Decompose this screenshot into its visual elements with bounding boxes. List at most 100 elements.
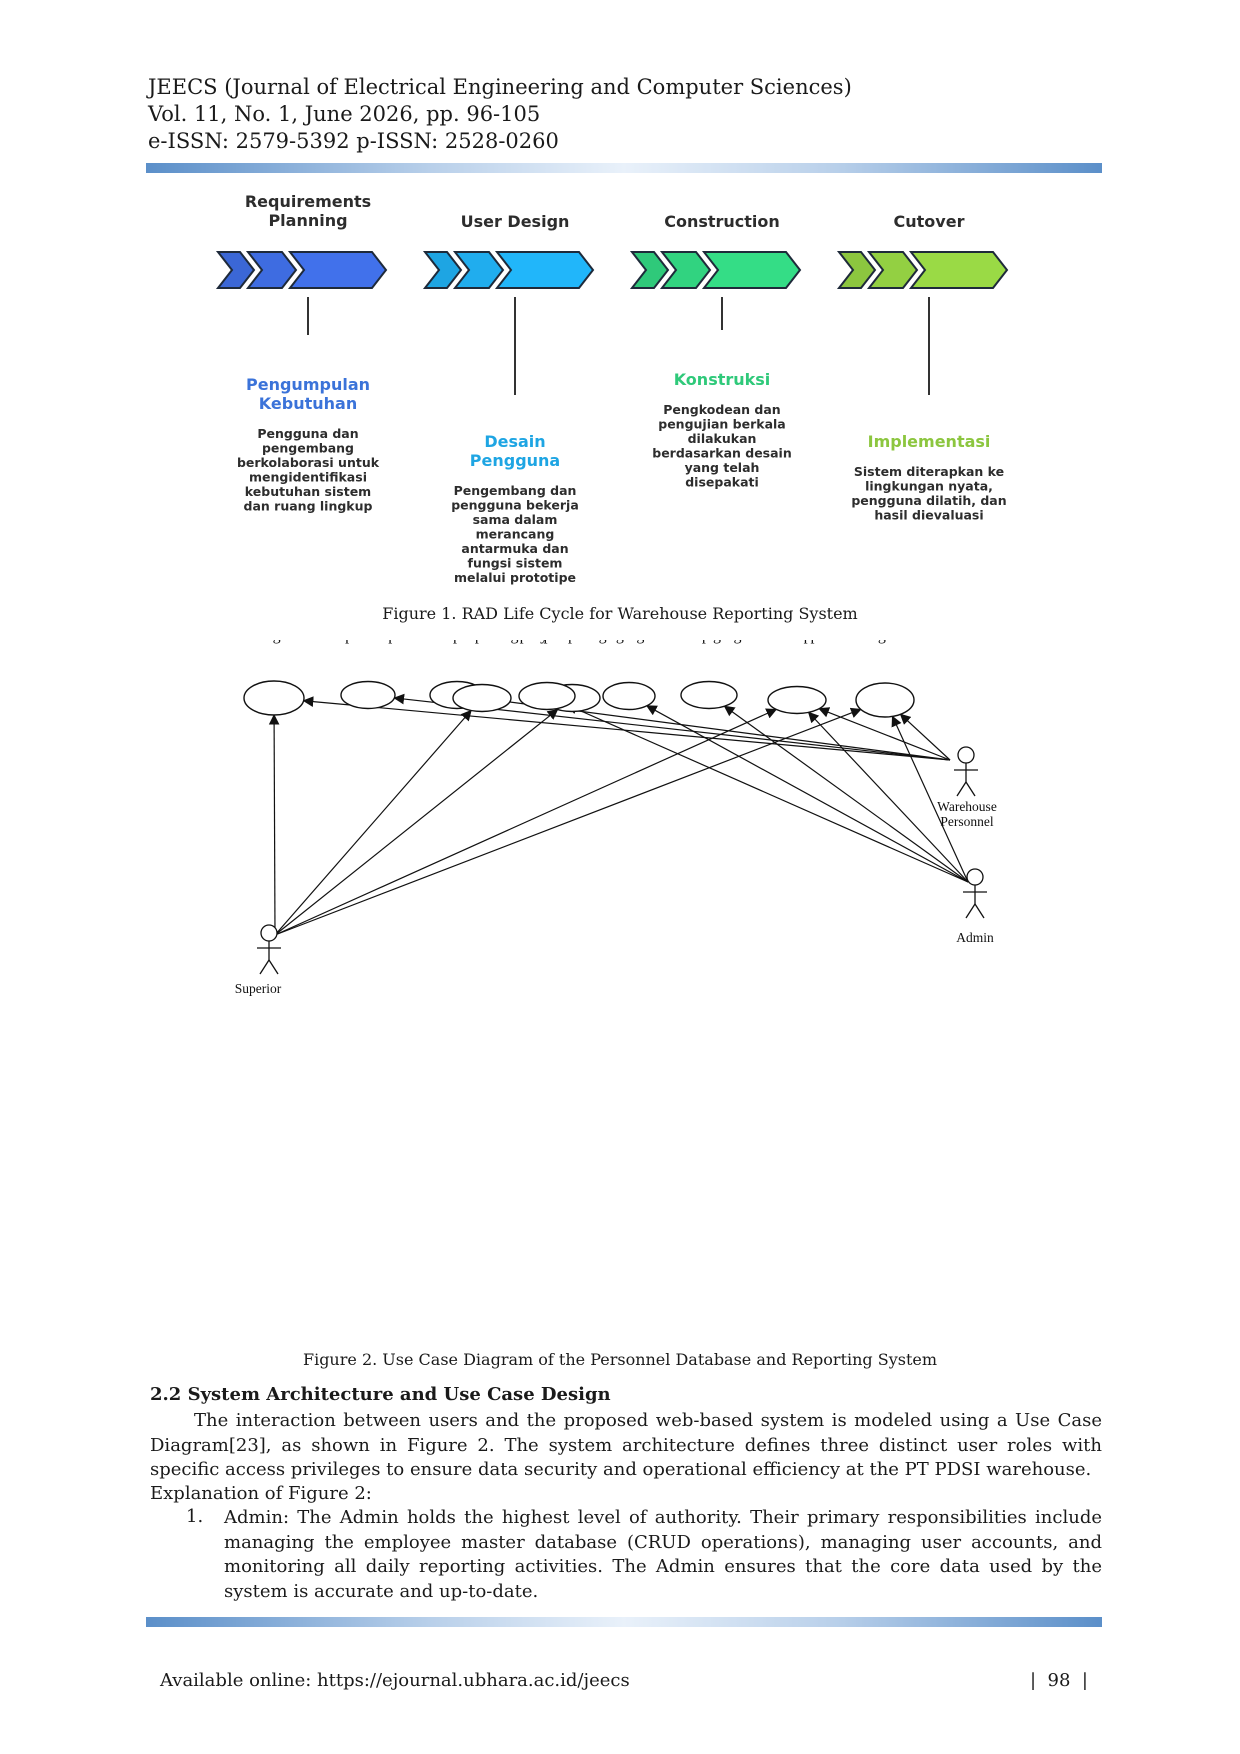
assoc-superior-view_print [274,708,778,936]
actor-leg-right [268,959,279,975]
assoc-superior-logout [274,707,862,936]
assoc-superior-evaluating [274,708,559,936]
chevron-large [287,251,388,289]
usecase-ellipse [767,685,827,715]
chevron-large [701,251,802,289]
journal-header: JEECS (Journal of Electrical Engineering… [148,74,852,155]
paragraph-1: The interaction between users and the pr… [150,1410,1102,1480]
usecase-ellipse [340,680,396,710]
usecase-label: Managing Data [579,640,678,644]
actor-head [957,746,975,764]
chevron-small [215,251,256,289]
usecase-monitoring: MonitoringReports [446,640,519,713]
phase-title: Construction [664,212,780,231]
assoc-admin-logout [891,715,969,883]
usecase-label: EvaluatingReport [537,640,606,644]
chevron-medium [659,251,712,289]
actor-leg-right [965,781,976,797]
actor-head [260,924,278,942]
usecase-label: Employee DataInput [497,640,596,644]
chevron-large [494,251,595,289]
usecase-label: Report Input [327,640,409,644]
chevron-medium [245,251,298,289]
actor-leg-left [956,781,967,797]
actor-admin-label: Admin [956,930,994,945]
usecase-ellipse [602,681,656,711]
use-cases: Login Report Input ReportSubmissionMonitor… [243,640,915,718]
usecase-label: View Report &Print Report [748,640,846,644]
actor-admin [963,868,987,919]
list-item-number: 1. [186,1506,204,1527]
header-rule [146,163,1102,173]
journal-title: JEECS (Journal of Electrical Engineering… [148,75,852,99]
usecase-login: Login [243,640,305,716]
chevron-small [422,251,463,289]
page-number: | 98 | [1030,1670,1088,1691]
chevron-large [908,251,1009,289]
figure-2-caption: Figure 2. Use Case Diagram of the Person… [302,1350,938,1369]
usecase-ellipse [855,682,915,718]
figure-2-use-case-diagram: Login Report Input ReportSubmissionMonitor… [235,640,997,996]
assoc-admin-view_print [807,711,969,883]
assoc-warehouse-login [302,696,951,761]
paragraph-2: Explanation of Figure 2: [150,1483,372,1504]
assoc-admin-managing_reports [723,705,969,883]
usecase-label: MonitoringReports [446,640,519,644]
usecase-ellipse [243,680,305,716]
assoc-superior-login [268,713,280,936]
assoc-admin-employee [566,704,969,883]
usecase-view-print: View Report &Print Report [748,640,846,715]
actor-leg-left [965,903,976,919]
journal-issn: e-ISSN: 2579-5392 p-ISSN: 2528-0260 [148,129,559,153]
phase-label: Implementasi [868,432,991,451]
figure-1-caption: Figure 1. RAD Life Cycle for Warehouse R… [382,604,858,623]
actor-head [966,868,984,886]
actor-leg-right [974,903,985,919]
actor-superior-label: Superior [235,981,282,996]
usecase-report-input: Report Input [327,640,409,710]
usecase-employee: Employee DataInput [497,640,597,711]
journal-volume: Vol. 11, No. 1, June 2026, pp. 96-105 [148,102,541,126]
usecase-label: ManagingReports [677,640,742,644]
chevron-small [629,251,670,289]
assoc-warehouse-view_print [818,707,951,761]
phase-label: Konstruksi [674,370,771,389]
assoc-superior-monitoring [274,709,472,936]
association-lines [268,693,969,936]
phase-title: User Design [461,212,570,231]
list-item-admin: Admin: The Admin holds the highest level… [224,1507,1102,1602]
assoc-warehouse-logout [899,713,951,761]
phase-title: Cutover [894,212,965,231]
usecase-managing-data: Managing Data [579,640,679,711]
footer-url: Available online: https://ejournal.ubhar… [160,1670,630,1691]
usecase-ellipse [680,680,738,710]
section-heading: 2.2 System Architecture and Use Case Des… [150,1384,611,1405]
usecase-managing-reports: ManagingReports [677,640,742,710]
usecase-label: Login [255,640,293,644]
actor-leg-left [259,959,270,975]
actor-warehouse-personnel [954,746,978,797]
usecase-ellipse [452,683,512,713]
chevron-small [836,251,877,289]
assoc-admin-managing_data [645,705,969,883]
usecase-logout: LogOut [855,640,915,718]
actor-superior [257,924,281,975]
chevron-medium [866,251,919,289]
footer-rule [146,1617,1102,1627]
usecase-label: ReportSubmission [420,640,495,644]
chevron-medium [452,251,505,289]
usecase-label: LogOut [860,640,910,644]
